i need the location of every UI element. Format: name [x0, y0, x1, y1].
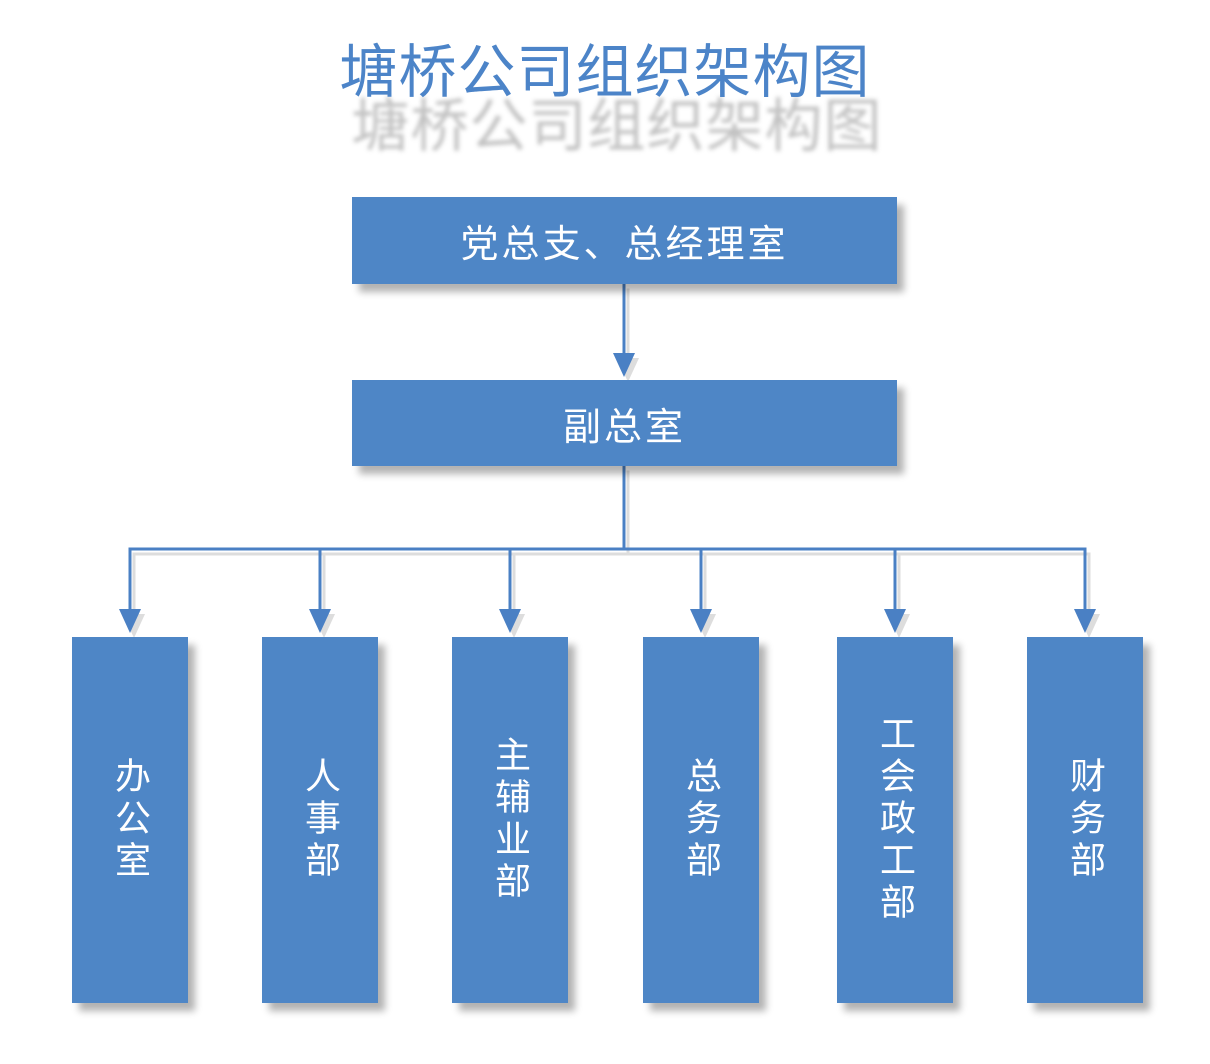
dept-label: 人事部 [300, 757, 340, 883]
org-node-dept-main-auxiliary: 主辅业部 [452, 637, 568, 1003]
org-node-dept-office: 办公室 [72, 637, 188, 1003]
dept-label: 工会政工部 [875, 715, 915, 925]
dept-label: 办公室 [110, 757, 150, 883]
org-node-root-label: 党总支、总经理室 [460, 224, 789, 266]
dept-label: 财务部 [1065, 757, 1105, 883]
org-node-deputy: 副总室 [352, 380, 897, 466]
org-node-root: 党总支、总经理室 [352, 197, 897, 284]
org-node-dept-hr: 人事部 [262, 637, 378, 1003]
dept-label: 主辅业部 [490, 736, 530, 904]
org-node-dept-finance: 财务部 [1027, 637, 1143, 1003]
org-node-dept-general-affairs: 总务部 [643, 637, 759, 1003]
dept-label: 总务部 [681, 757, 721, 883]
chart-title: 塘桥公司组织架构图 [339, 40, 871, 105]
org-node-dept-union-political: 工会政工部 [837, 637, 953, 1003]
org-node-deputy-label: 副总室 [562, 406, 686, 449]
